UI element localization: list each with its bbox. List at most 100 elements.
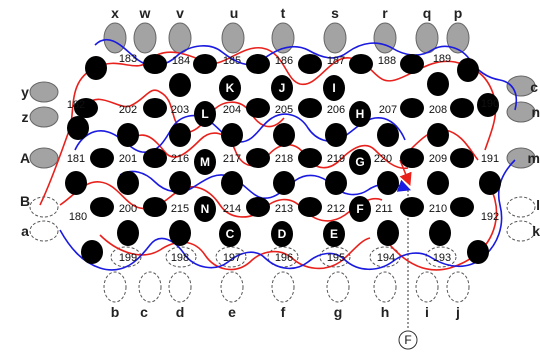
edge-label-right: n [531, 104, 540, 120]
black-bead [90, 148, 114, 168]
bead-number: 182 [67, 99, 85, 111]
black-bead [74, 98, 98, 118]
bead-number: 211 [375, 203, 393, 215]
bead-number: 215 [171, 203, 189, 215]
black-bead [169, 220, 191, 246]
bead-number: 198 [171, 252, 189, 264]
bead-number: 208 [429, 104, 447, 116]
black-bead [479, 171, 501, 195]
black-bead [246, 197, 270, 217]
edge-label-right: c [530, 79, 538, 95]
bead-number: 213 [275, 203, 293, 215]
edge-label-right: l [536, 197, 540, 213]
black-bead [400, 54, 424, 74]
bead-number: 197 [223, 252, 241, 264]
bead-number: 212 [327, 203, 345, 215]
pointer-label: F [404, 333, 411, 347]
black-bead [427, 72, 449, 96]
black-bead [169, 73, 191, 97]
blue-thread-path [59, 38, 518, 271]
black-bead [400, 98, 424, 118]
edge-label-left: A [20, 150, 30, 166]
bead-number: 194 [377, 252, 395, 264]
step-letter: J [279, 81, 286, 95]
edge-label-left: y [21, 84, 29, 100]
bead-number: 190 [481, 98, 499, 110]
black-bead [273, 171, 295, 195]
bead-number: 186 [275, 55, 293, 67]
black-bead [400, 197, 424, 217]
black-bead [219, 75, 241, 101]
black-bead [325, 123, 347, 147]
black-bead [323, 75, 345, 101]
edge-label-bottom: d [176, 304, 185, 320]
black-bead [219, 221, 241, 247]
bead-number: 180 [69, 211, 87, 223]
bead-number: 183 [119, 53, 137, 65]
black-bead [450, 148, 474, 168]
bead-number: 205 [275, 104, 293, 116]
step-letter: G [355, 155, 364, 169]
edge-label-right: m [528, 150, 540, 166]
bead-number: 219 [327, 153, 345, 165]
black-bead [246, 148, 270, 168]
black-bead [65, 171, 87, 195]
black-bead [246, 54, 270, 74]
gray-beads-top [103, 22, 470, 54]
bead-number: 193 [433, 252, 451, 264]
black-bead [427, 123, 449, 147]
bead-number: 216 [171, 153, 189, 165]
black-bead [117, 123, 139, 147]
black-bead [429, 220, 451, 246]
black-bead [169, 123, 191, 147]
bead-number: 204 [223, 104, 241, 116]
edge-label-top: x [111, 5, 119, 21]
black-bead [117, 220, 139, 246]
edge-label-top: p [454, 5, 463, 21]
bead-number: 195 [327, 252, 345, 264]
black-bead [143, 98, 167, 118]
black-bead [273, 123, 295, 147]
black-bead [143, 148, 167, 168]
step-letter: H [356, 107, 365, 121]
bead-number: 203 [171, 104, 189, 116]
black-bead [298, 148, 322, 168]
black-beads [65, 54, 501, 264]
bead-number: 218 [275, 153, 293, 165]
black-bead [194, 196, 216, 222]
bead-number: 220 [374, 153, 392, 165]
step-letter: K [226, 81, 235, 95]
black-bead [450, 98, 474, 118]
black-bead [323, 221, 345, 247]
edge-label-bottom: g [334, 304, 343, 320]
black-bead [117, 171, 139, 195]
black-bead [246, 98, 270, 118]
edge-label-right: k [532, 223, 540, 239]
black-bead [467, 240, 489, 264]
black-bead [377, 171, 399, 195]
black-bead [67, 116, 89, 140]
step-letter: N [201, 202, 210, 216]
black-bead [298, 98, 322, 118]
bead-number: 188 [378, 55, 396, 67]
black-bead [298, 54, 322, 74]
edge-label-bottom: c [140, 304, 148, 320]
red-arrow-path [399, 159, 412, 186]
black-bead [194, 149, 216, 175]
black-bead [325, 171, 347, 195]
bead-number: 214 [223, 203, 241, 215]
step-letter: L [201, 107, 208, 121]
edge-label-top: s [331, 5, 339, 21]
black-bead [193, 54, 217, 74]
step-letter-labels: K J I L H M G N F C D E [200, 81, 365, 241]
step-letter: M [200, 155, 210, 169]
edge-label-top: v [176, 5, 184, 21]
black-bead [400, 148, 424, 168]
bead-number: 202 [119, 104, 137, 116]
black-bead [450, 197, 474, 217]
edge-label-bottom: b [111, 304, 120, 320]
step-letter: F [356, 202, 363, 216]
black-bead [457, 58, 479, 82]
edge-label-top: q [423, 5, 432, 21]
